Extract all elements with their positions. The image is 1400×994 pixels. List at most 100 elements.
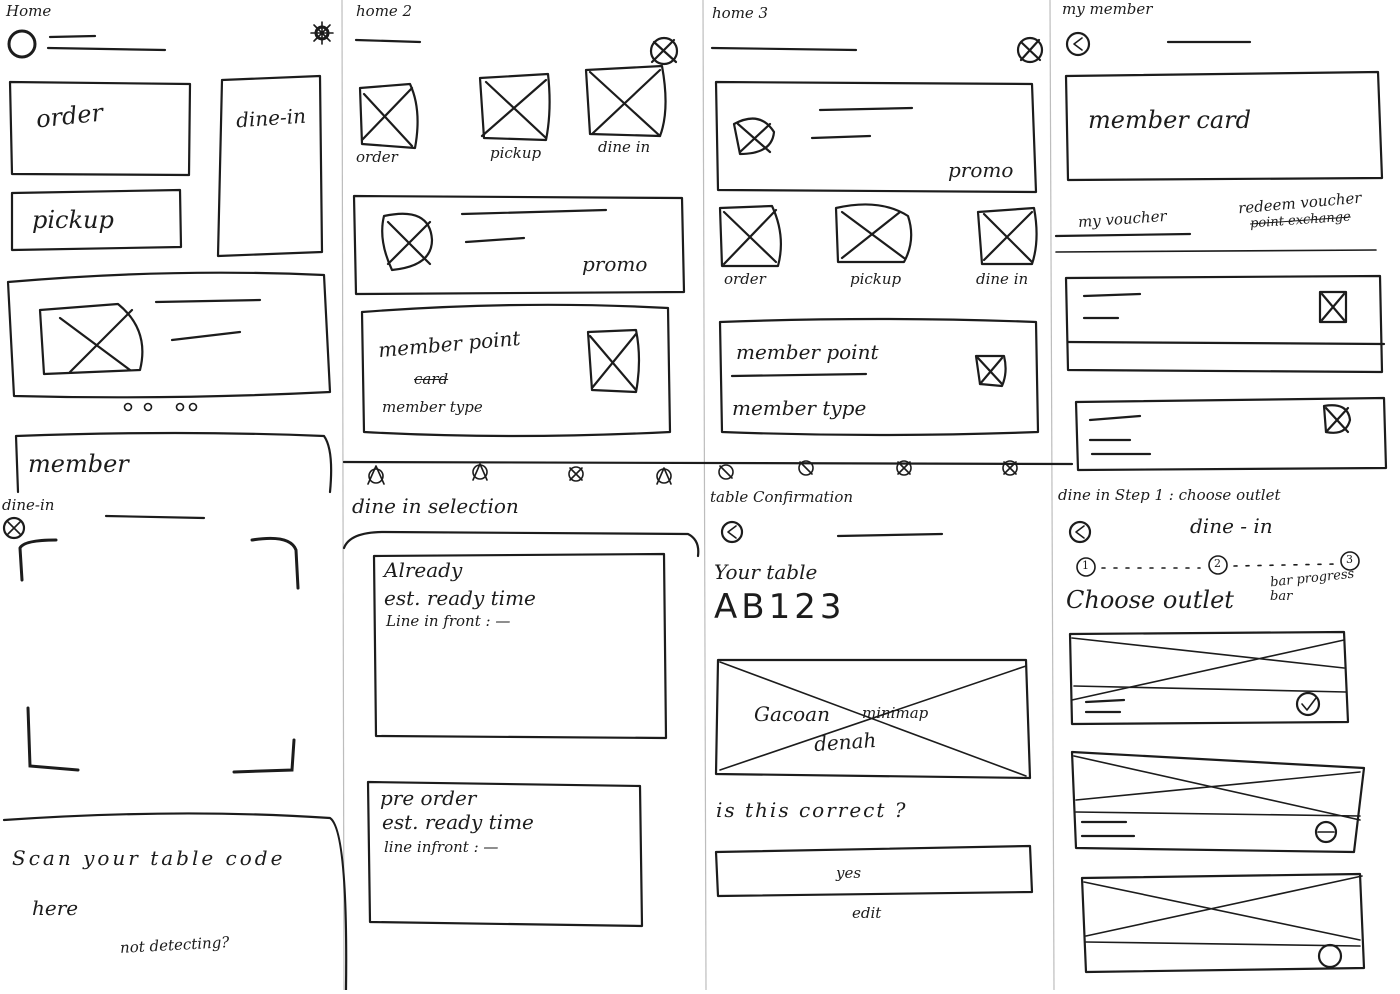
- nav-icon-3: [568, 466, 584, 482]
- minimap-placeholder-cross: [719, 661, 1027, 777]
- outlet-card-1-check-circle-icon[interactable]: [1295, 691, 1321, 717]
- outlet-card-3[interactable]: [1080, 872, 1366, 974]
- my-member-back-icon[interactable]: [1065, 31, 1091, 57]
- home1-order-tile[interactable]: [8, 80, 192, 177]
- home3-dinein-image-placeholder-icon[interactable]: [976, 206, 1038, 266]
- home1-member-card[interactable]: [14, 431, 333, 494]
- home2-screen: [352, 36, 686, 438]
- step-1-label: 1: [1082, 559, 1089, 572]
- nav-icon-7: [896, 460, 912, 476]
- home3-member-type-label: member type: [732, 396, 867, 420]
- nav-icon-2: [472, 463, 488, 481]
- dine-in-scan-title: dine-in: [2, 496, 55, 514]
- preorder-option-card[interactable]: [366, 780, 644, 928]
- minimap-box: [714, 658, 1032, 780]
- home1-dinein-label: dine-in: [235, 103, 307, 133]
- already-option-card[interactable]: [372, 552, 668, 740]
- scan-frame[interactable]: [18, 536, 300, 774]
- home1-gear-icon[interactable]: [310, 21, 334, 45]
- already-est-ready-time: est. ready time: [384, 586, 536, 610]
- home2-header-line: [354, 38, 422, 44]
- minimap-label-denah: denah: [813, 727, 878, 757]
- home2-close-icon[interactable]: [649, 36, 679, 66]
- home2-member-card[interactable]: [360, 303, 672, 438]
- home3-promo-label: promo: [948, 158, 1014, 182]
- edit-link[interactable]: edit: [852, 904, 882, 922]
- home3-promo-image-placeholder-icon: [732, 117, 776, 156]
- bottom-nav-bar: [342, 460, 1074, 466]
- home3-member-image-placeholder-icon: [974, 354, 1007, 388]
- home2-member-type-label: member type: [382, 398, 483, 416]
- outlet-card-3-radio-icon[interactable]: [1317, 943, 1343, 969]
- home2-promo-card[interactable]: [352, 194, 686, 296]
- preorder-title: pre order: [380, 786, 477, 810]
- fold-line-3: [1049, 0, 1055, 991]
- step-progress-bar: [1076, 551, 1360, 577]
- table-confirmation-screen: [714, 520, 1034, 898]
- home2-card-struck-label: card: [414, 370, 449, 388]
- voucher-card-2-lines: [1088, 414, 1152, 456]
- dine-in-selection-title: dine in selection: [352, 494, 519, 518]
- voucher-card-1-lines: [1082, 292, 1142, 320]
- home1-banner-line-2: [170, 330, 242, 342]
- my-voucher-tab-underline[interactable]: [1054, 232, 1192, 238]
- home1-screen: [6, 21, 334, 494]
- outlet-card-1[interactable]: [1068, 630, 1350, 726]
- home2-title: home 2: [356, 2, 413, 20]
- home2-promo-line-1: [460, 208, 608, 216]
- home3-order-image-placeholder-icon[interactable]: [718, 204, 783, 268]
- voucher-card-1[interactable]: [1064, 274, 1384, 374]
- dine-in-step1-screen: [1068, 520, 1366, 974]
- already-line-in-front: Line in front : —: [386, 612, 511, 630]
- table-confirmation-title: table Confirmation: [710, 488, 854, 506]
- voucher-card-1-image-placeholder-icon: [1318, 290, 1348, 324]
- my-member-card[interactable]: [1064, 70, 1384, 182]
- step-3-label: 3: [1346, 553, 1353, 566]
- scan-instruction-line-1: Scan your table code: [12, 846, 286, 870]
- dine-in-step1-header: dine - in: [1190, 514, 1273, 538]
- nav-icon-8: [1002, 460, 1018, 476]
- home3-member-divider: [730, 372, 868, 378]
- yes-button[interactable]: [714, 844, 1034, 898]
- home1-header-line-2: [48, 34, 97, 39]
- home2-pickup-image-placeholder-icon[interactable]: [478, 72, 551, 142]
- home2-order-label: order: [356, 148, 398, 166]
- home3-screen: [710, 36, 1044, 437]
- home1-dinein-tile[interactable]: [216, 74, 324, 258]
- home1-order-label: order: [34, 98, 105, 134]
- home3-header-line: [710, 46, 858, 52]
- home1-banner-image-placeholder-icon: [38, 302, 144, 376]
- home1-avatar-icon[interactable]: [7, 29, 37, 59]
- voucher-card-2[interactable]: [1074, 396, 1388, 472]
- home2-member-image-placeholder-icon: [586, 328, 641, 394]
- choose-outlet-heading: Choose outlet: [1066, 586, 1234, 614]
- home2-dinein-image-placeholder-icon[interactable]: [584, 64, 667, 138]
- dine-in-step1-title: dine in Step 1 : choose outlet: [1058, 486, 1281, 504]
- minimap-label-gacoan: Gacoan: [754, 702, 830, 726]
- dine-in-selection-sheet: [342, 530, 700, 558]
- home3-pickup-image-placeholder-icon[interactable]: [834, 203, 913, 264]
- table-confirmation-header-line: [836, 532, 944, 538]
- home2-promo-image-placeholder-icon: [381, 212, 434, 272]
- step-2-label: 2: [1214, 557, 1221, 570]
- home2-order-image-placeholder-icon[interactable]: [358, 82, 419, 150]
- home3-member-card[interactable]: [718, 317, 1040, 437]
- my-member-tab-divider: [1055, 249, 1377, 253]
- bottom-nav-icons[interactable]: [367, 460, 1018, 485]
- dine-in-step1-back-icon[interactable]: [1068, 520, 1092, 544]
- dine-in-scan-close-icon[interactable]: [2, 516, 26, 540]
- outlet-card-2-radio-icon[interactable]: [1314, 820, 1338, 844]
- yes-button-label[interactable]: yes: [836, 864, 862, 882]
- home2-pickup-label: pickup: [490, 144, 542, 162]
- home1-carousel-dots[interactable]: [123, 402, 198, 412]
- home1-pickup-tile[interactable]: [10, 188, 183, 252]
- home1-banner-card[interactable]: [6, 271, 332, 399]
- progress-note-2: bar: [1270, 589, 1293, 604]
- home3-promo-card[interactable]: [714, 80, 1038, 194]
- voucher-card-1-divider: [1066, 340, 1386, 346]
- table-confirmation-back-icon[interactable]: [720, 520, 744, 544]
- home3-order-label: order: [724, 270, 766, 288]
- home3-close-icon[interactable]: [1016, 36, 1044, 64]
- outlet-card-2[interactable]: [1070, 750, 1366, 854]
